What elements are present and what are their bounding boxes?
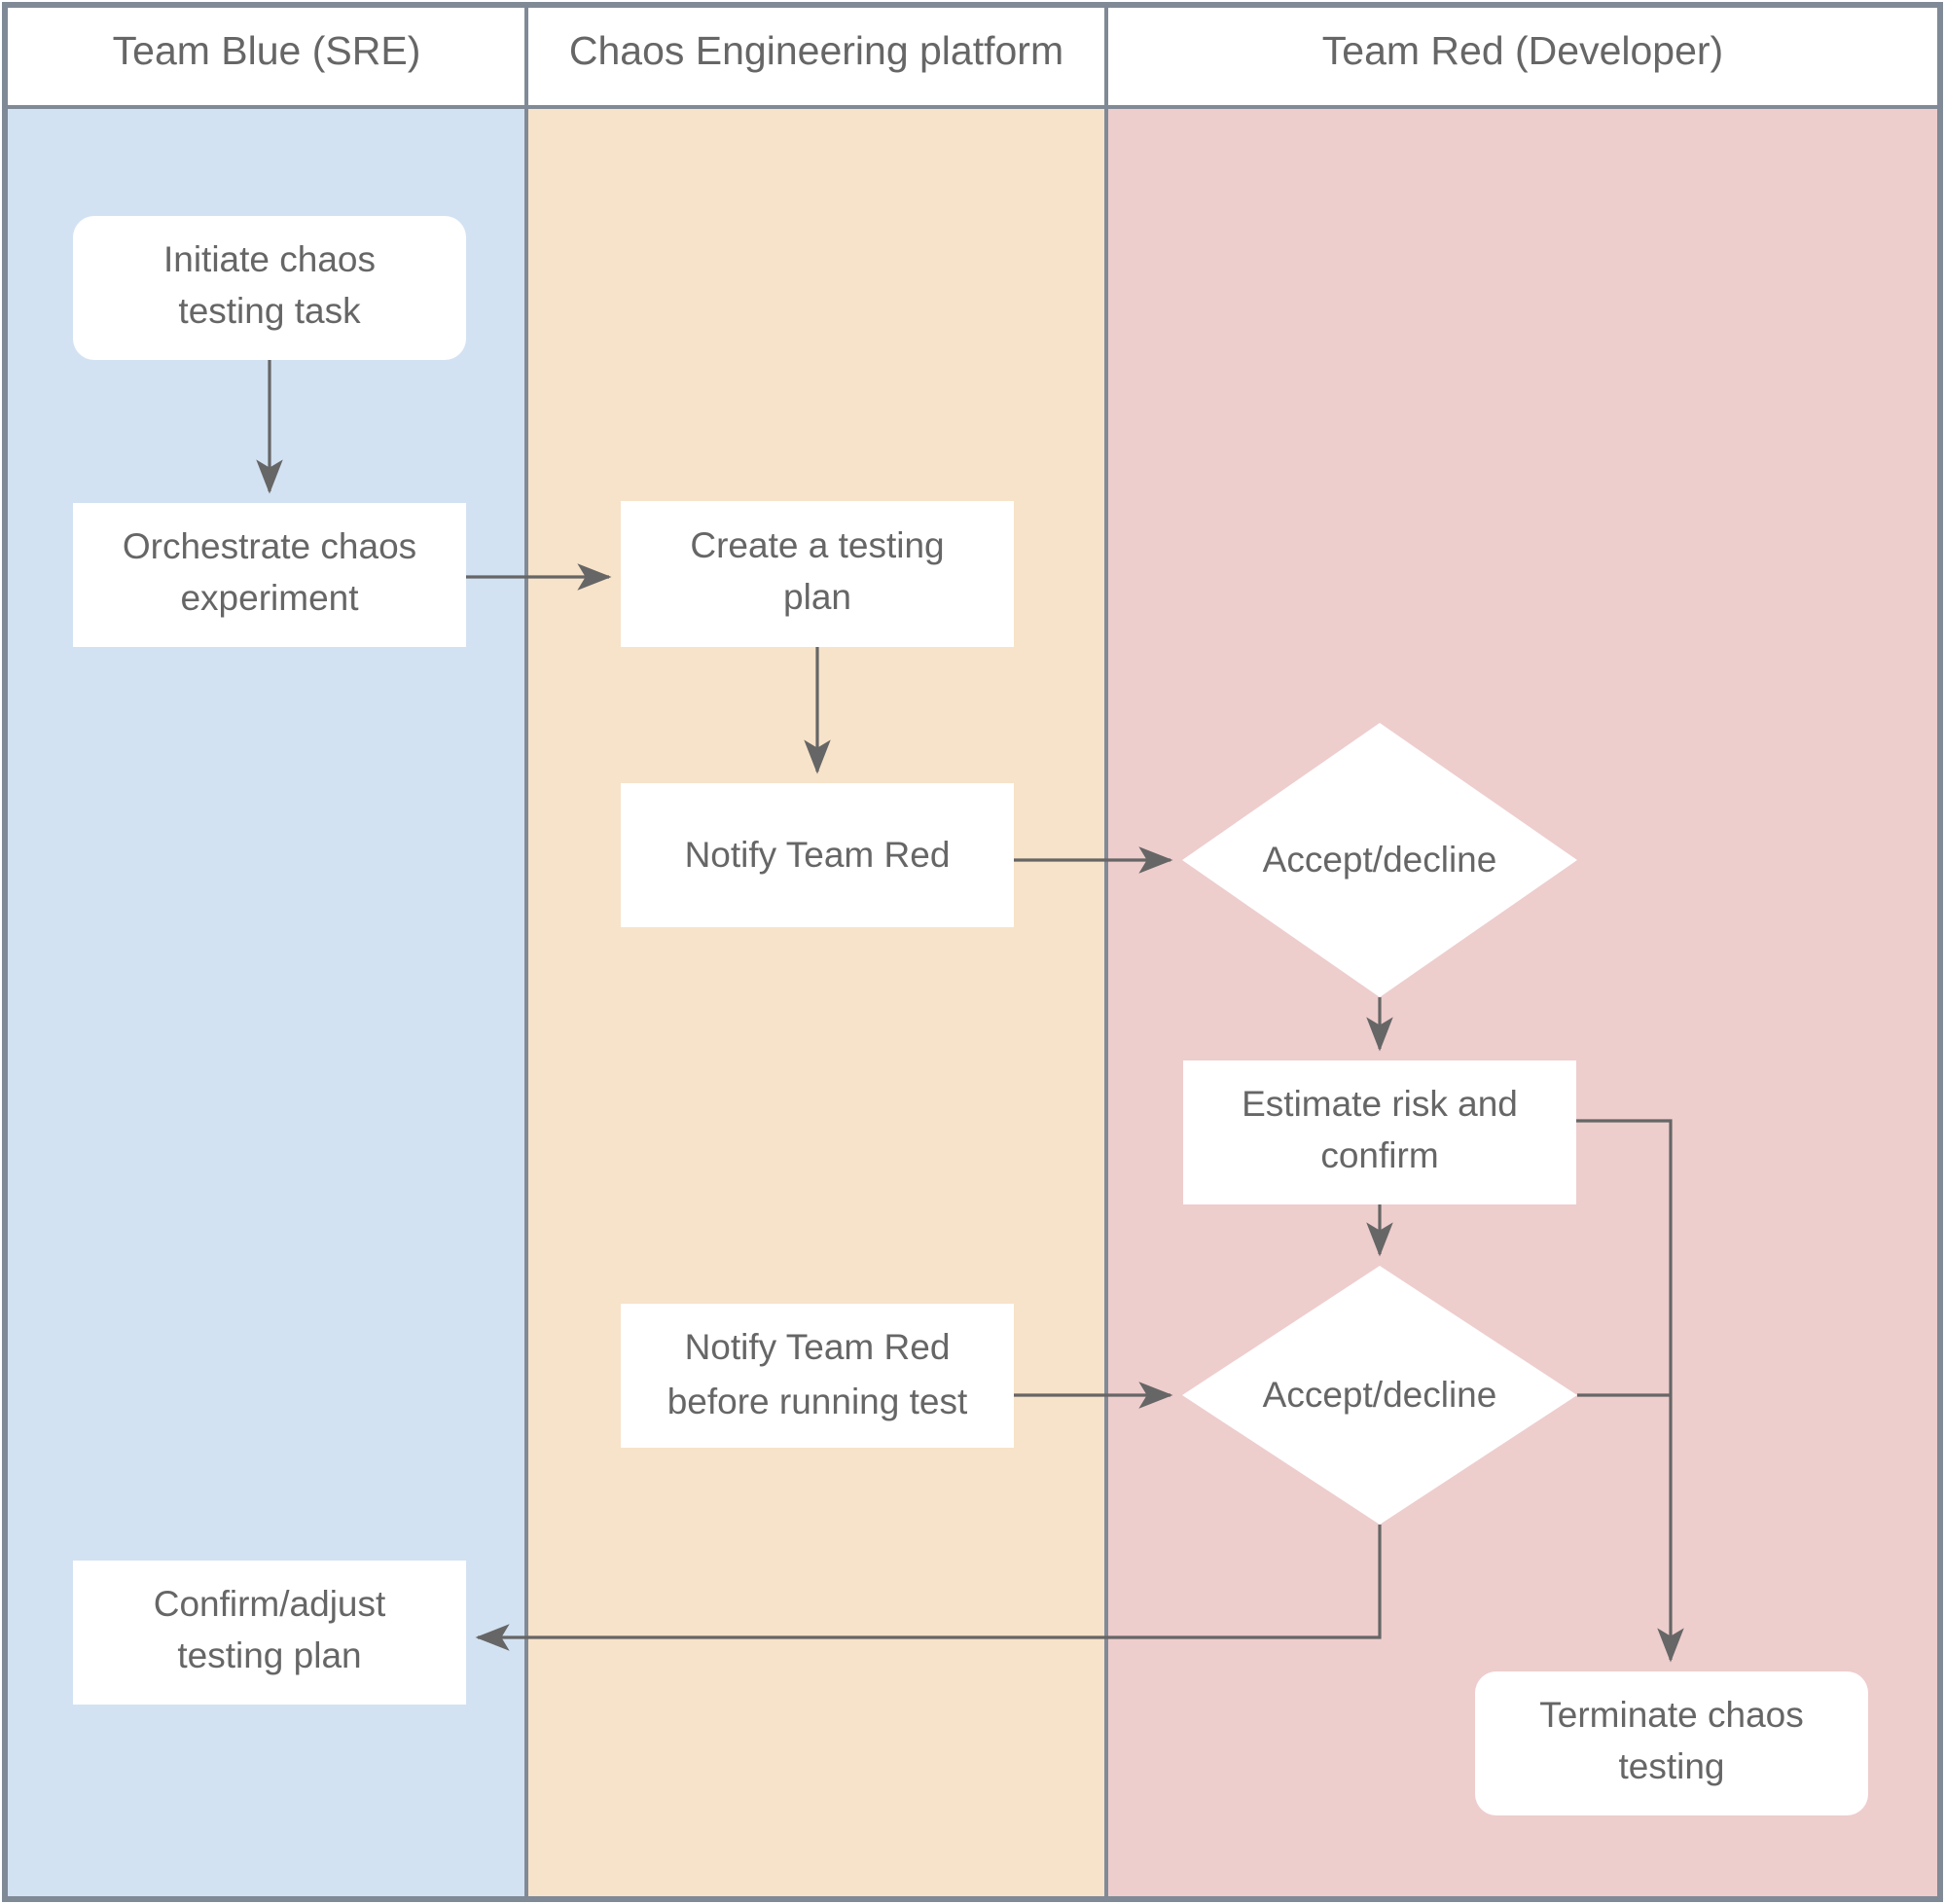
node-label-line-1: Notify Team Red	[685, 1327, 951, 1367]
node-shape-rect	[621, 501, 1014, 647]
node-shape-rect	[1183, 1060, 1576, 1204]
lane-dividers	[524, 8, 1108, 1896]
lane-backgrounds	[8, 107, 1937, 1896]
lane-header-team-blue: Team Blue (SRE)	[113, 28, 421, 73]
node-label-line-1: Accept/decline	[1263, 1375, 1497, 1415]
node-label-line-1: Estimate risk and	[1242, 1084, 1518, 1124]
node-label-line-2: plan	[783, 577, 851, 617]
node-label-line-1: Confirm/adjust	[154, 1584, 386, 1624]
node-notify-team-red[interactable]: Notify Team Red	[621, 783, 1014, 927]
node-label-line-2: testing task	[178, 291, 361, 331]
node-estimate-risk-and-confirm[interactable]: Estimate risk and confirm	[1183, 1060, 1576, 1204]
node-label-line-1: Terminate chaos	[1539, 1695, 1803, 1735]
lane-background-orange	[526, 107, 1106, 1896]
node-create-a-testing-plan[interactable]: Create a testing plan	[621, 501, 1014, 647]
edges-layer	[256, 360, 1684, 1663]
node-shape-rect	[621, 783, 1014, 927]
node-label-line-1: Initiate chaos	[163, 239, 376, 279]
node-label-line-1: Create a testing	[690, 525, 944, 565]
node-shape-rect	[73, 503, 466, 647]
node-label-line-2: experiment	[180, 578, 359, 618]
node-shape-diamond	[1182, 1266, 1577, 1525]
lane-header-background	[8, 8, 1937, 107]
node-terminate-chaos-testing[interactable]: Terminate chaos testing	[1475, 1671, 1868, 1815]
node-initiate-chaos-testing-task[interactable]: Initiate chaos testing task	[73, 216, 466, 360]
edge-accept-decline-2-to-confirm-adjust-testing-plan	[475, 1525, 1382, 1651]
node-label-line-2: testing plan	[177, 1635, 361, 1675]
node-label-line-2: confirm	[1320, 1135, 1438, 1175]
lane-header-team-red: Team Red (Developer)	[1322, 28, 1723, 73]
edge-estimate-risk-to-terminate-chaos-testing	[1576, 1119, 1684, 1663]
node-shape-rect	[73, 1561, 466, 1705]
node-label-line-1: Notify Team Red	[685, 835, 951, 875]
node-shape-diamond	[1182, 723, 1577, 997]
node-accept-decline-1[interactable]: Accept/decline	[1182, 723, 1577, 997]
node-notify-team-red-before-running-test[interactable]: Notify Team Red before running test	[621, 1304, 1014, 1448]
lane-header-band	[8, 8, 1937, 109]
node-confirm-adjust-testing-plan[interactable]: Confirm/adjust testing plan	[73, 1561, 466, 1705]
node-shape-rounded-rect	[73, 216, 466, 360]
lane-header-chaos-platform: Chaos Engineering platform	[569, 28, 1063, 73]
node-label-line-2: before running test	[667, 1382, 968, 1421]
node-label-line-1: Accept/decline	[1263, 840, 1497, 880]
node-shape-rect	[621, 1304, 1014, 1448]
node-accept-decline-2[interactable]: Accept/decline	[1182, 1266, 1577, 1525]
node-shape-rounded-rect	[1475, 1671, 1868, 1815]
node-orchestrate-chaos-experiment[interactable]: Orchestrate chaos experiment	[73, 503, 466, 647]
lane-background-red	[1106, 107, 1937, 1896]
nodes-layer: Initiate chaos testing task Orchestrate …	[73, 216, 1868, 1815]
node-label-line-1: Orchestrate chaos	[123, 526, 416, 566]
node-label-line-2: testing	[1618, 1746, 1724, 1786]
